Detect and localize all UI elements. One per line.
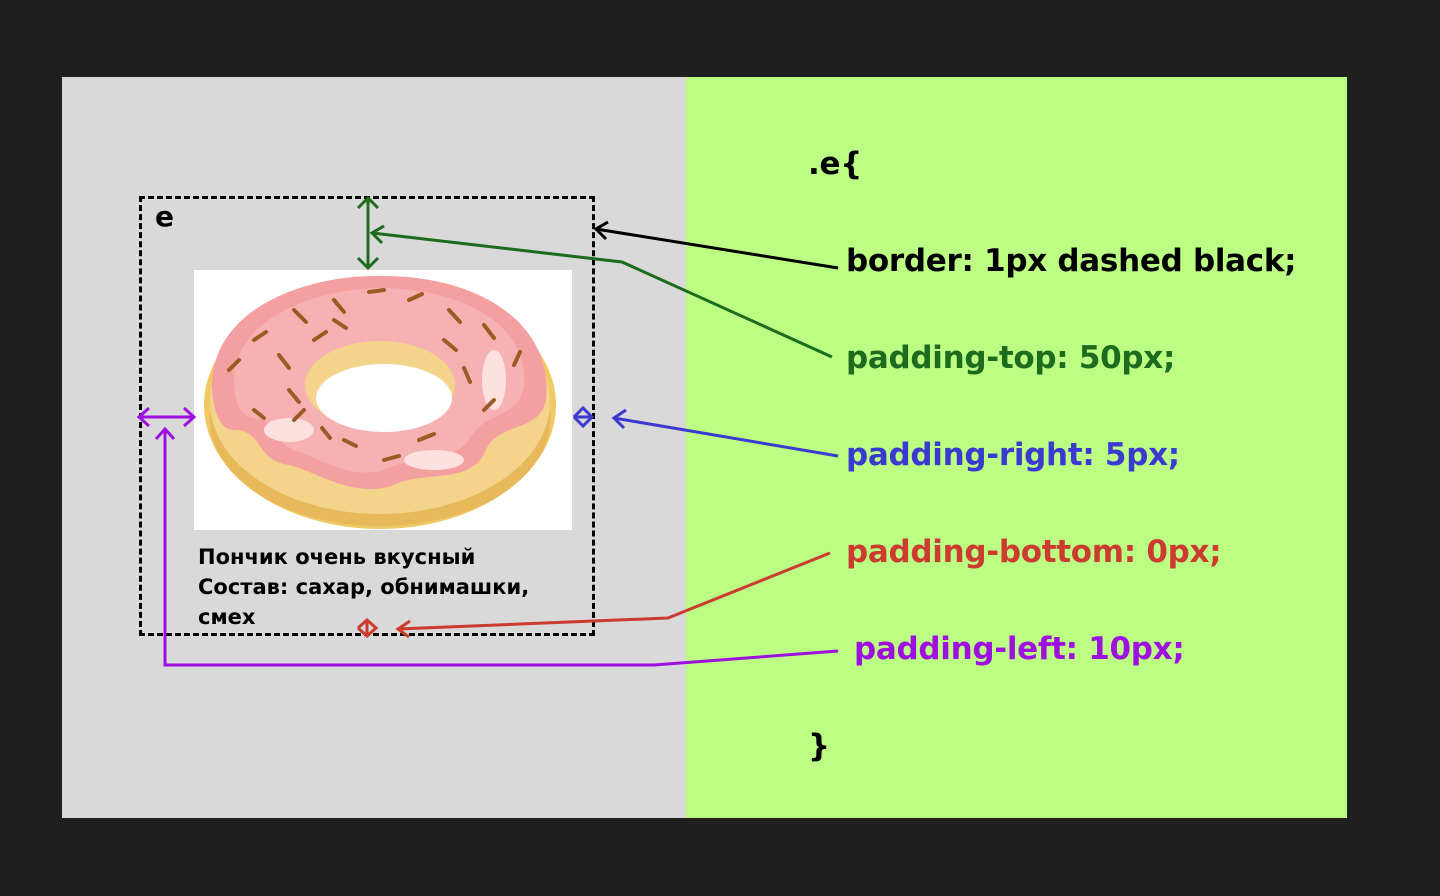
rule-padding-right: padding-right: 5px; xyxy=(846,437,1180,473)
code-close-brace: } xyxy=(808,728,830,764)
description-line-2: Состав: сахар, обнимашки, xyxy=(198,575,530,599)
rule-padding-top: padding-top: 50px; xyxy=(846,340,1176,376)
rule-border: border: 1px dashed black; xyxy=(846,243,1297,279)
padding-right-arrow xyxy=(572,405,839,458)
donut-illustration xyxy=(204,275,556,529)
donut-description: Пончик очень вкусный Состав: сахар, обни… xyxy=(198,542,529,632)
code-open-brace: .e{ xyxy=(808,146,862,182)
description-line-1: Пончик очень вкусный xyxy=(198,545,476,569)
rule-padding-left: padding-left: 10px; xyxy=(854,631,1185,667)
border-arrow xyxy=(593,220,839,270)
element-e-label: e xyxy=(155,200,174,233)
description-line-3: смех xyxy=(198,605,256,629)
padding-bottom-arrow xyxy=(357,551,831,639)
donut-image xyxy=(194,270,572,530)
padding-top-arrow xyxy=(356,195,833,359)
padding-left-arrow xyxy=(136,406,839,667)
sprinkles xyxy=(227,288,522,462)
rule-padding-bottom: padding-bottom: 0px; xyxy=(846,534,1222,570)
